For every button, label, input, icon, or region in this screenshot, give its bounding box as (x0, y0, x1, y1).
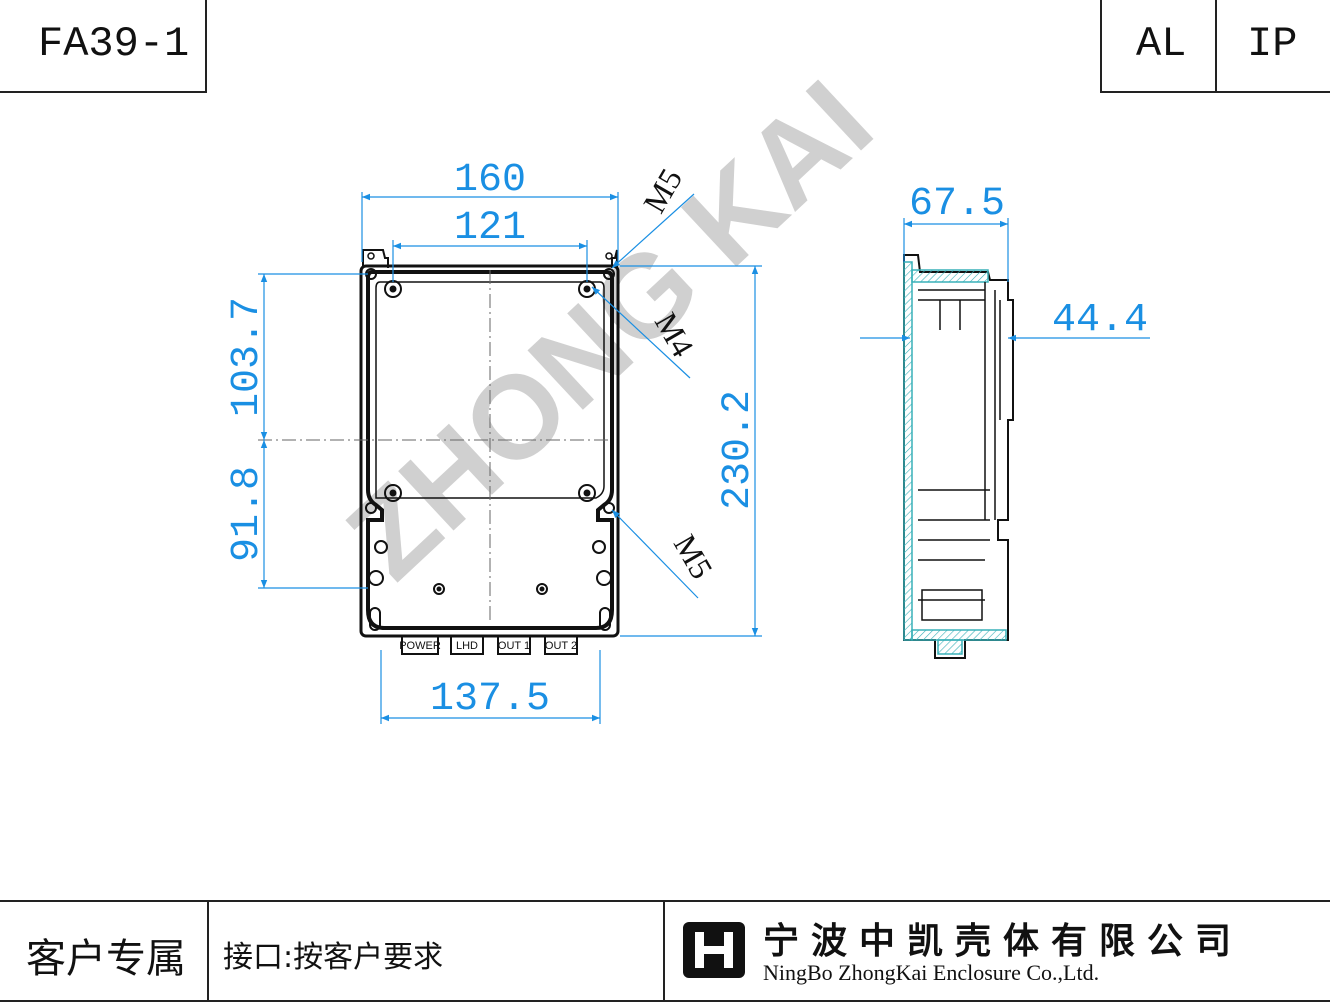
model-label: FA39-1 (38, 20, 190, 68)
side-body-outline (903, 254, 1014, 659)
callout-m5-bottom: M5 (667, 528, 720, 584)
footer-company-box: 宁波中凯壳体有限公司 NingBo ZhongKai Enclosure Co.… (663, 900, 1330, 1002)
dim-text-44-4: 44.4 (1052, 298, 1148, 343)
connector-power-label: POWER (399, 640, 441, 652)
leader-m4 (591, 286, 691, 379)
side-bottom-hatch (911, 629, 1007, 641)
dim-text-230-2: 230.2 (716, 390, 761, 510)
connector-out2-label: OUT 2 (545, 640, 577, 652)
company-name-en: NingBo ZhongKai Enclosure Co.,Ltd. (763, 960, 1100, 985)
leader-m5-top (611, 193, 695, 269)
bottom-slot-left (369, 607, 381, 631)
dim-text-121: 121 (454, 206, 526, 251)
hole-lower-right (592, 540, 606, 554)
material-label: AL (1136, 20, 1187, 68)
company-logo (683, 922, 745, 978)
side-foot-hatch (937, 639, 963, 655)
screw-mid-left (365, 502, 377, 514)
ear-hole-right (605, 252, 613, 260)
connector-out1 (497, 635, 531, 655)
pcb-hole-left (433, 583, 445, 595)
front-dimensions (258, 192, 762, 724)
pcb-hole-right (536, 583, 548, 595)
screw-top-right (603, 268, 615, 280)
connector-out1-label: OUT 1 (498, 640, 530, 652)
connector-out2 (544, 635, 578, 655)
side-dimensions (860, 218, 1150, 342)
dim-text-160: 160 (454, 158, 526, 203)
screw-low-left (368, 570, 384, 586)
enclosure-inner-wall (375, 281, 605, 499)
rating-label: IP (1247, 20, 1298, 68)
dim-text-103-7: 103.7 (225, 297, 270, 417)
footer-note-box: 接口:按客户要求 (207, 900, 665, 1002)
front-view (258, 249, 620, 655)
material-box: AL (1100, 0, 1217, 93)
dim-text-137-5: 137.5 (430, 677, 550, 722)
exclusive-label: 客户专属 (26, 936, 186, 982)
enclosure-gasket (366, 270, 614, 630)
dim-text-67-5: 67.5 (909, 182, 1005, 227)
boss-mid-right (578, 484, 596, 502)
left-ear-top (362, 249, 389, 268)
dim-text-91-8: 91.8 (225, 466, 270, 562)
screw-mid-right (603, 502, 615, 514)
enclosure-outer (359, 264, 620, 638)
footer-exclusive-box: 客户专属 (0, 900, 209, 1002)
model-box: FA39-1 (0, 0, 207, 93)
side-wall-hatch (903, 261, 913, 641)
rating-box: IP (1215, 0, 1330, 93)
side-top-hatch (911, 269, 989, 283)
leader-m5-bottom (611, 509, 699, 599)
screw-low-right (596, 570, 612, 586)
interface-note: 接口:按客户要求 (223, 940, 444, 975)
connector-lhd (450, 635, 484, 655)
company-name-cn: 宁波中凯壳体有限公司 (763, 921, 1244, 962)
bottom-slot-right (599, 607, 611, 631)
connector-power (401, 635, 439, 655)
boss-mid-left (384, 484, 402, 502)
ear-hole-left (367, 252, 375, 260)
hole-lower-left (374, 540, 388, 554)
connector-lhd-label: LHD (456, 640, 478, 652)
side-view (903, 254, 1014, 659)
